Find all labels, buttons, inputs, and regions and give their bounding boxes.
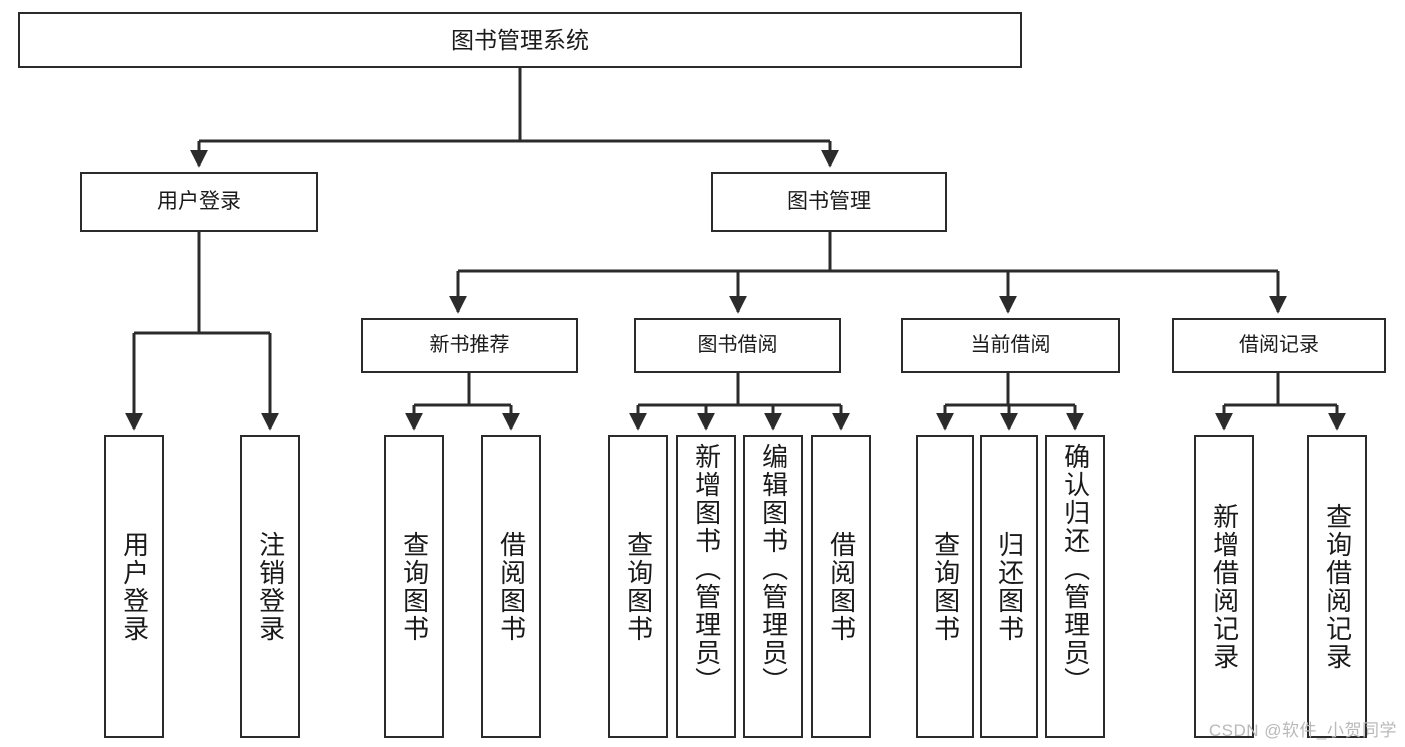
leaf-label: 查询图书 <box>623 530 654 643</box>
leaf-label: 查询借阅记录 <box>1322 502 1353 671</box>
node-label: 图书管理系统 <box>451 26 589 53</box>
leaf-label: 用户登录 <box>119 530 150 643</box>
node-label: 用户登录 <box>157 189 241 213</box>
leaf-current-return-book[interactable]: 归还图书 <box>980 435 1038 738</box>
leaf-label: 借阅图书 <box>826 530 857 643</box>
node-label: 当前借阅 <box>970 334 1051 356</box>
leaf-label: 注销登录 <box>255 530 286 643</box>
leaf-label: 新增图书（管理员） <box>691 443 722 695</box>
leaf-label: 借阅图书 <box>496 530 527 643</box>
node-label: 图书管理 <box>787 189 871 213</box>
leaf-borrow-borrow-book[interactable]: 借阅图书 <box>811 435 871 738</box>
node-label: 新书推荐 <box>429 334 510 356</box>
leaf-label: 新增借阅记录 <box>1209 502 1240 671</box>
leaf-label: 归还图书 <box>994 530 1025 643</box>
leaf-label: 查询图书 <box>399 530 430 643</box>
leaf-borrow-query-book[interactable]: 查询图书 <box>608 435 668 738</box>
node-current-borrow[interactable]: 当前借阅 <box>901 318 1120 373</box>
node-book-borrow[interactable]: 图书借阅 <box>634 318 841 373</box>
node-new-book-recommend[interactable]: 新书推荐 <box>361 318 578 373</box>
leaf-borrow-edit-book-admin[interactable]: 编辑图书（管理员） <box>743 435 803 738</box>
leaf-label: 确认归还（管理员） <box>1060 443 1091 695</box>
leaf-label: 编辑图书（管理员） <box>758 443 789 695</box>
node-user-login[interactable]: 用户登录 <box>80 172 318 232</box>
leaf-current-query-book[interactable]: 查询图书 <box>916 435 974 738</box>
leaf-label: 查询图书 <box>930 530 961 643</box>
node-label: 借阅记录 <box>1239 334 1319 356</box>
leaf-borrow-add-book-admin[interactable]: 新增图书（管理员） <box>676 435 736 738</box>
node-borrow-records[interactable]: 借阅记录 <box>1172 318 1386 373</box>
node-book-management[interactable]: 图书管理 <box>711 172 947 232</box>
leaf-newbook-query-book[interactable]: 查询图书 <box>384 435 444 738</box>
csdn-watermark: CSDN @软件_小贺同学 <box>1208 721 1397 740</box>
leaf-records-query-record[interactable]: 查询借阅记录 <box>1307 435 1367 738</box>
leaf-current-confirm-return-admin[interactable]: 确认归还（管理员） <box>1045 435 1105 738</box>
leaf-newbook-borrow-book[interactable]: 借阅图书 <box>481 435 541 738</box>
leaf-logout-login[interactable]: 注销登录 <box>240 435 300 738</box>
leaf-user-login[interactable]: 用户登录 <box>104 435 164 738</box>
leaf-records-add-record[interactable]: 新增借阅记录 <box>1194 435 1254 738</box>
node-label: 图书借阅 <box>697 334 778 356</box>
node-root-system[interactable]: 图书管理系统 <box>18 12 1022 68</box>
